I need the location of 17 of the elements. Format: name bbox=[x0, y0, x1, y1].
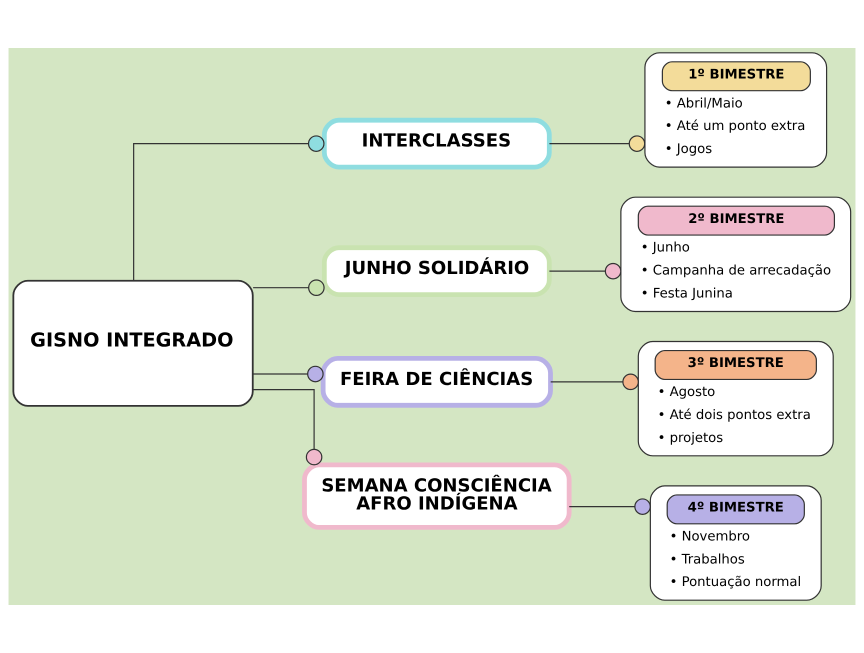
node-box: SEMANA CONSCIÊNCIA AFRO INDÍGENA bbox=[302, 462, 572, 530]
connector bbox=[569, 498, 651, 515]
node-box: INTERCLASSES bbox=[322, 118, 552, 170]
node-box: JUNHO SOLIDÁRIO bbox=[322, 245, 552, 298]
node-box: FEIRA DE CIÊNCIAS bbox=[320, 356, 553, 408]
connector bbox=[550, 374, 639, 390]
node-box: 1º BIMESTRE • Abril/Maio • Até um ponto extra • Jogos bbox=[644, 52, 828, 168]
node-box: 2º BIMESTRE • Junho • Campanha de arrecadação • Festa Junina bbox=[620, 196, 852, 312]
connector bbox=[133, 135, 325, 281]
connector bbox=[549, 135, 646, 152]
connector bbox=[253, 279, 325, 296]
connector bbox=[549, 262, 622, 280]
node-box: GISNO INTEGRADO bbox=[12, 280, 254, 407]
connector bbox=[253, 366, 324, 382]
node-box: 4º BIMESTRE • Novembro • Trabalhos • Pontuação normal bbox=[650, 485, 822, 601]
connector bbox=[252, 389, 322, 466]
node-box: 3º BIMESTRE • Agosto • Até dois pontos extra • projetos bbox=[638, 340, 834, 456]
